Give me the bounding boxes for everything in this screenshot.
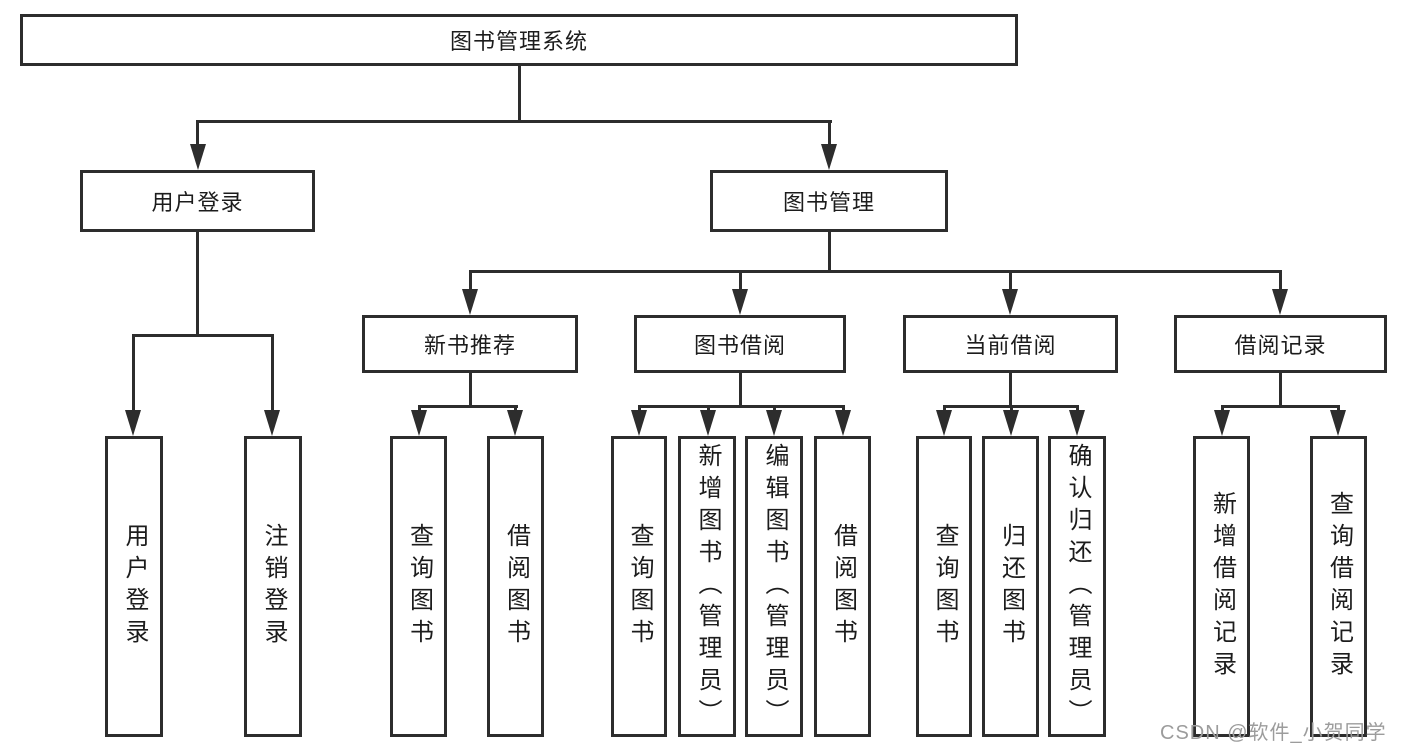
node-new-book-recommendation: 新书推荐 — [362, 315, 578, 373]
arrow-down-icon — [1002, 289, 1018, 315]
node-label: 新增图书（管理员） — [694, 442, 721, 731]
arrow-down-icon — [411, 410, 427, 436]
arrow-down-icon — [936, 410, 952, 436]
arrow-down-icon — [1330, 410, 1346, 436]
connector-line — [271, 334, 274, 412]
node-query-borrow-record: 查询借阅记录 — [1310, 436, 1367, 737]
node-borrow-books-borrowing: 借阅图书 — [814, 436, 871, 737]
connector-line — [828, 232, 831, 272]
connector-line — [418, 405, 518, 408]
connector-line — [518, 66, 521, 122]
node-label: 确认归还（管理员） — [1064, 442, 1091, 731]
node-label: 用户登录 — [151, 190, 244, 215]
connector-line — [196, 232, 199, 336]
connector-line — [197, 120, 832, 123]
node-borrowing-records: 借阅记录 — [1174, 315, 1387, 373]
connector-line — [707, 405, 710, 414]
connector-line — [1009, 270, 1012, 291]
node-label: 用户登录 — [121, 522, 148, 651]
node-label: 查询图书 — [405, 522, 433, 651]
connector-line — [739, 270, 742, 291]
connector-line — [418, 405, 421, 414]
arrow-down-icon — [462, 289, 478, 315]
arrow-down-icon — [190, 144, 206, 170]
node-edit-book-admin: 编辑图书（管理员） — [745, 436, 803, 737]
node-label: 借阅图书 — [829, 522, 857, 651]
connector-line — [469, 373, 472, 408]
node-confirm-return-admin: 确认归还（管理员） — [1048, 436, 1106, 737]
connector-line — [773, 405, 776, 414]
connector-line — [1076, 405, 1079, 414]
connector-line — [1009, 373, 1012, 408]
node-label: 查询借阅记录 — [1325, 490, 1353, 683]
connector-line — [842, 405, 845, 414]
node-label: 新书推荐 — [423, 333, 516, 358]
node-label: 查询图书 — [931, 522, 958, 651]
connector-line — [943, 405, 946, 414]
node-label: 借阅图书 — [502, 522, 530, 651]
connector-line — [196, 120, 199, 146]
connector-line — [638, 405, 845, 408]
watermark: CSDN @软件_小贺同学 — [1160, 722, 1387, 744]
connector-line — [469, 270, 472, 291]
node-label: 图书管理系统 — [449, 29, 588, 54]
connector-line — [739, 373, 742, 408]
connector-line — [1221, 405, 1224, 414]
connector-line — [1279, 373, 1282, 408]
node-label: 新增借阅记录 — [1208, 490, 1236, 683]
node-current-borrowing: 当前借阅 — [903, 315, 1118, 373]
arrow-down-icon — [821, 144, 837, 170]
node-label: 当前借阅 — [964, 333, 1057, 358]
arrow-down-icon — [1069, 410, 1085, 436]
node-label: 归还图书 — [997, 522, 1025, 651]
arrow-down-icon — [1272, 289, 1288, 315]
node-query-books-recommend: 查询图书 — [390, 436, 447, 737]
arrow-down-icon — [835, 410, 851, 436]
arrow-down-icon — [766, 410, 782, 436]
node-user-login-leaf: 用户登录 — [105, 436, 163, 737]
node-logout: 注销登录 — [244, 436, 302, 737]
arrow-down-icon — [732, 289, 748, 315]
node-label: 借阅记录 — [1234, 333, 1327, 358]
node-book-borrowing: 图书借阅 — [634, 315, 846, 373]
connector-line — [1221, 405, 1340, 408]
arrow-down-icon — [700, 410, 716, 436]
arrow-down-icon — [125, 410, 141, 436]
connector-line — [828, 120, 831, 146]
connector-line — [514, 405, 517, 414]
connector-line — [638, 405, 641, 414]
node-query-books-borrowing: 查询图书 — [611, 436, 667, 737]
connector-line — [132, 334, 135, 412]
arrow-down-icon — [1003, 410, 1019, 436]
connector-line — [1279, 270, 1282, 291]
node-query-books-current: 查询图书 — [916, 436, 972, 737]
node-label: 图书借阅 — [693, 333, 786, 358]
arrow-down-icon — [264, 410, 280, 436]
node-label: 图书管理 — [782, 190, 875, 215]
node-label: 注销登录 — [260, 522, 287, 651]
connector-line — [1337, 405, 1340, 414]
connector-line — [132, 334, 274, 337]
node-borrow-books-recommend: 借阅图书 — [487, 436, 544, 737]
arrow-down-icon — [507, 410, 523, 436]
connector-line — [469, 270, 1282, 273]
connector-line — [1010, 405, 1013, 414]
node-label: 编辑图书（管理员） — [761, 442, 788, 731]
node-label: 查询图书 — [626, 522, 653, 651]
node-return-books: 归还图书 — [982, 436, 1039, 737]
node-library-management-system: 图书管理系统 — [20, 14, 1018, 66]
node-add-book-admin: 新增图书（管理员） — [678, 436, 736, 737]
node-add-borrow-record: 新增借阅记录 — [1193, 436, 1250, 737]
node-user-login: 用户登录 — [80, 170, 315, 232]
arrow-down-icon — [631, 410, 647, 436]
arrow-down-icon — [1214, 410, 1230, 436]
node-book-management: 图书管理 — [710, 170, 948, 232]
